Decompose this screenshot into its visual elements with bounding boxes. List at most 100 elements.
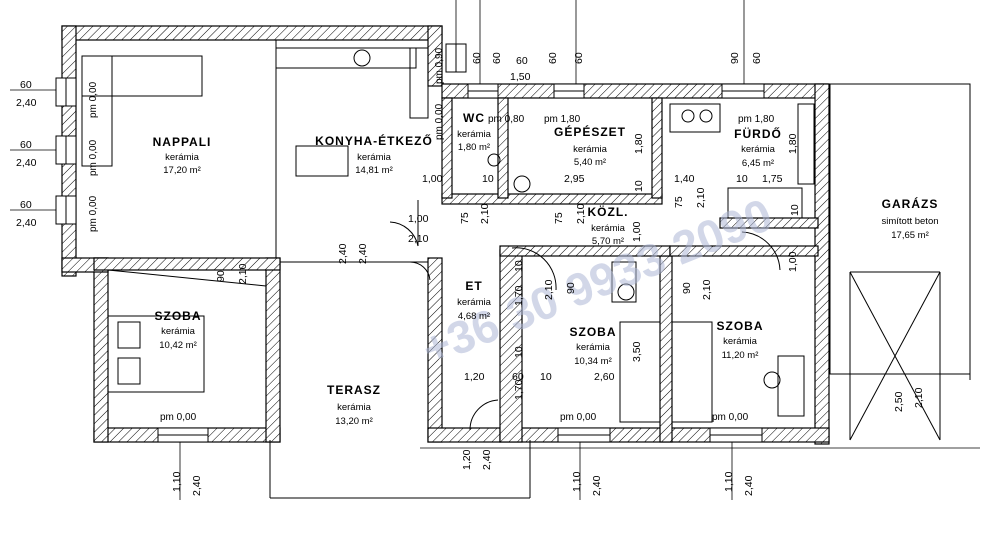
level-gepeszet: pm 1,80 <box>544 114 581 125</box>
dim-kozl-210c: 2,10 <box>695 187 707 208</box>
room-garazs-area: 17,65 m² <box>891 230 929 241</box>
level-szoba2: pm 0,00 <box>560 412 597 423</box>
dim-kozl-75b: 75 <box>553 212 565 224</box>
room-gepeszet-material: kerámia <box>573 144 608 155</box>
dim-left-2b: 2,40 <box>16 157 37 169</box>
dim-top-6: 60 <box>573 52 585 64</box>
dim-gep-295: 2,95 <box>564 173 585 185</box>
dim-furdo-175: 1,75 <box>762 173 783 185</box>
dimension-labels: 60 2,40 60 2,40 60 2,40 60 60 60 1,50 60… <box>16 52 925 496</box>
dim-furdo-180: 1,80 <box>787 133 799 154</box>
level-nappali-3: pm 0,00 <box>88 195 99 232</box>
room-terasz-name: TERASZ <box>327 383 381 397</box>
room-garazs-material: simított beton <box>881 216 938 227</box>
room-szoba1-material: kerámia <box>161 326 196 337</box>
dim-et-260: 2,60 <box>594 371 615 383</box>
room-et-name: ET <box>465 279 482 293</box>
dim-et-60: 60 <box>512 371 524 383</box>
dim-top-4: 1,50 <box>510 71 531 83</box>
room-gepeszet-area: 5,40 m² <box>574 157 606 168</box>
walls <box>61 25 830 445</box>
dim-left-1b: 2,40 <box>16 97 37 109</box>
dim-left-2a: 60 <box>20 139 32 151</box>
level-konyha-window: pm 0,90 <box>434 47 445 84</box>
dim-et-door-120: 1,20 <box>461 449 473 470</box>
dim-bot-3b: 2,40 <box>743 475 755 496</box>
room-kozl-name: KÖZL. <box>588 204 629 219</box>
dim-bot-2a: 1,10 <box>571 471 583 492</box>
dim-terasz-240a: 2,40 <box>337 243 349 264</box>
level-konyha-side: pm 0,00 <box>434 103 445 140</box>
dim-furdo-140: 1,40 <box>674 173 695 185</box>
dim-top-5: 60 <box>547 52 559 64</box>
dim-et-170b: 1,70 <box>513 379 525 400</box>
room-gepeszet-name: GÉPÉSZET <box>554 124 626 139</box>
level-szoba3: pm 0,00 <box>712 412 749 423</box>
room-konyha-name: KONYHA-ÉTKEZŐ <box>315 133 433 148</box>
room-garazs-name: GARÁZS <box>882 196 939 211</box>
room-terasz-area: 13,20 m² <box>335 416 373 427</box>
level-furdo: pm 1,80 <box>738 114 775 125</box>
room-furdo-material: kerámia <box>741 144 776 155</box>
dim-top-7: 90 <box>729 52 741 64</box>
room-szoba2-material: kerámia <box>576 342 611 353</box>
room-szoba3-material: kerámia <box>723 336 758 347</box>
dim-door-210: 2,10 <box>408 233 429 245</box>
dim-top-8: 60 <box>751 52 763 64</box>
level-nappali-2: pm 0,00 <box>88 139 99 176</box>
dim-top-3: 60 <box>516 55 528 67</box>
dim-bot-2b: 2,40 <box>591 475 603 496</box>
dim-szoba2-210: 2,10 <box>543 279 555 300</box>
dim-kozl-75a: 75 <box>459 212 471 224</box>
room-labels: NAPPALI kerámia 17,20 m² KONYHA-ÉTKEZŐ k… <box>153 111 939 427</box>
dim-garazs-250: 2,50 <box>893 391 905 412</box>
dim-furdo-10: 10 <box>736 173 748 185</box>
dim-et-120: 1,20 <box>464 371 485 383</box>
dim-door-100: 1,00 <box>408 213 429 225</box>
dim-wc-door: 1,00 <box>422 173 443 185</box>
dim-et-10a: 10 <box>513 260 525 272</box>
level-nappali-1: pm 0,00 <box>88 81 99 118</box>
dim-et-170: 1,70 <box>513 285 525 306</box>
room-et-material: kerámia <box>457 297 492 308</box>
dim-kozl-100: 1,00 <box>631 221 643 242</box>
dim-terasz-240b: 2,40 <box>357 243 369 264</box>
dim-top-2: 60 <box>491 52 503 64</box>
dim-top-1: 60 <box>471 52 483 64</box>
dim-kozl-75c: 75 <box>673 196 685 208</box>
room-szoba3-area: 11,20 m² <box>722 350 759 361</box>
dim-szoba3-90: 90 <box>681 282 693 294</box>
dim-kozl-210a: 2,10 <box>479 203 491 224</box>
dim-left-3b: 2,40 <box>16 217 37 229</box>
room-et-area: 4,68 m² <box>458 311 490 322</box>
dim-gep-10: 10 <box>633 180 645 192</box>
room-wc-material: kerámia <box>457 129 492 140</box>
dim-kozl-210b: 2,10 <box>575 203 587 224</box>
dim-szoba1-210: 2,10 <box>237 263 249 284</box>
dim-szoba3-210: 2,10 <box>701 279 713 300</box>
dim-szoba1-90: 90 <box>215 270 227 282</box>
interior-lines <box>81 40 971 499</box>
dim-left-3a: 60 <box>20 199 32 211</box>
room-kozl-area: 5,70 m² <box>592 236 624 247</box>
level-szoba1: pm 0,00 <box>160 412 197 423</box>
room-wc-area: 1,80 m² <box>458 142 490 153</box>
room-szoba1-name: SZOBA <box>155 309 202 323</box>
room-terasz-material: kerámia <box>337 402 372 413</box>
room-konyha-area: 14,81 m² <box>355 165 393 176</box>
level-wc: pm 0,80 <box>488 114 525 125</box>
dim-et-10c: 10 <box>540 371 552 383</box>
room-szoba3-name: SZOBA <box>717 319 764 333</box>
dim-left-1a: 60 <box>20 79 32 91</box>
dimension-lines <box>10 0 980 500</box>
room-nappali-name: NAPPALI <box>153 135 212 149</box>
dim-szoba2-90: 90 <box>565 282 577 294</box>
dim-et-door-240: 2,40 <box>481 449 493 470</box>
room-nappali-area: 17,20 m² <box>163 165 201 176</box>
dim-bot-1b: 2,40 <box>191 475 203 496</box>
dim-szoba2-350: 3,50 <box>631 341 643 362</box>
dim-bot-3a: 1,10 <box>723 471 735 492</box>
room-kozl-material: kerámia <box>591 223 626 234</box>
dim-szoba3-100: 1,00 <box>787 251 799 272</box>
